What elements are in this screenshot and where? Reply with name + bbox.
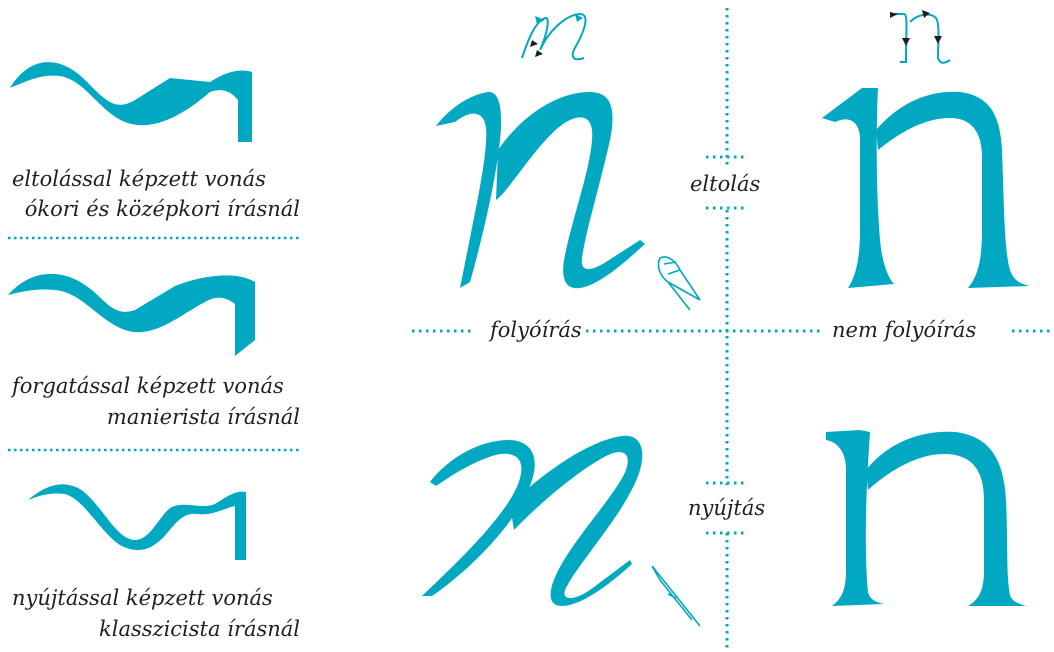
- ribbon-stroke-stretch: [28, 484, 246, 560]
- letter-n-upright-translation: [822, 88, 1030, 288]
- pointed-pen-icon: [652, 566, 700, 626]
- ribbon-stroke-translation: [10, 62, 252, 142]
- letter-n-upright-stretch: [826, 430, 1026, 606]
- stroke-order-upright-n: [890, 10, 950, 63]
- letter-n-cursive-translation: [436, 92, 645, 288]
- letter-n-cursive-stretch: [422, 436, 642, 606]
- broad-nib-pen-icon: [658, 257, 700, 310]
- ribbon-stroke-rotation: [8, 274, 255, 356]
- stroke-order-cursive-n: [522, 14, 586, 59]
